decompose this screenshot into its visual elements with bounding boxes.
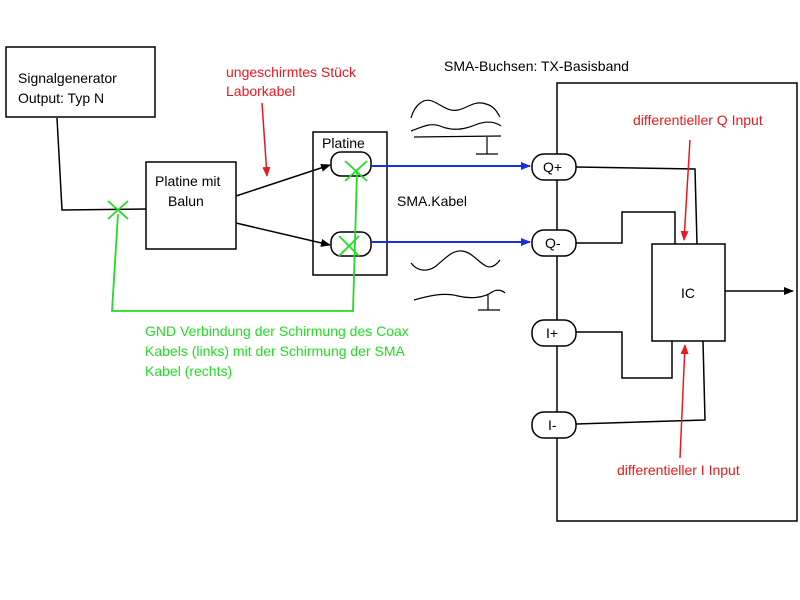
board-connector-lower xyxy=(330,231,372,257)
unshielded-cable-label-1: ungeschirmtes Stück xyxy=(226,64,357,80)
diff-q-arrow xyxy=(680,139,691,241)
balun-board-label-1: Platine mit xyxy=(155,173,220,189)
balun-board-box xyxy=(145,161,237,250)
signal-generator-label-2: Output: Typ N xyxy=(18,90,104,106)
signal-generator-label-1: Signalgenerator xyxy=(18,70,117,86)
diff-q-label: differentieller Q Input xyxy=(633,112,763,128)
gnd-note-line-3: Kabel (rechts) xyxy=(145,363,232,379)
sma-cable-label: SMA.Kabel xyxy=(397,193,467,209)
jack-i-minus: I- xyxy=(531,411,577,439)
waveform-lower xyxy=(410,250,506,311)
diff-i-arrow xyxy=(679,344,689,459)
jack-q-minus: Q- xyxy=(531,229,577,257)
jack-i-plus-label: I+ xyxy=(546,325,558,341)
jack-q-plus: Q+ xyxy=(531,153,577,181)
coax-line xyxy=(56,117,147,211)
jack-q-minus-label: Q- xyxy=(545,235,561,251)
board-label: Platine xyxy=(322,135,365,151)
unshielded-cable-arrow xyxy=(261,102,271,177)
jack-i-minus-label: I- xyxy=(548,417,557,433)
signal-generator-box xyxy=(5,46,156,118)
waveform-upper xyxy=(410,99,502,155)
unshielded-cable-label-2: Laborkabel xyxy=(226,83,295,99)
ic-box xyxy=(651,243,726,342)
diff-i-label: differentieller I Input xyxy=(617,462,740,478)
ic-label: IC xyxy=(681,285,695,301)
device-box xyxy=(556,82,798,522)
jack-q-plus-label: Q+ xyxy=(543,159,562,175)
balun-board-label-2: Balun xyxy=(168,193,204,209)
sma-jacks-label: SMA-Buchsen: TX-Basisband xyxy=(444,58,629,74)
balun-to-board-lower xyxy=(235,222,331,247)
gnd-note-line-1: GND Verbindung der Schirmung des Coax xyxy=(145,323,409,339)
gnd-connection xyxy=(107,160,368,312)
jack-i-plus: I+ xyxy=(531,319,577,347)
board-box xyxy=(312,131,388,276)
gnd-note-line-2: Kabels (links) mit der Schirmung der SMA xyxy=(145,343,406,359)
balun-to-board-upper xyxy=(235,164,331,197)
jack-wires xyxy=(575,166,706,425)
